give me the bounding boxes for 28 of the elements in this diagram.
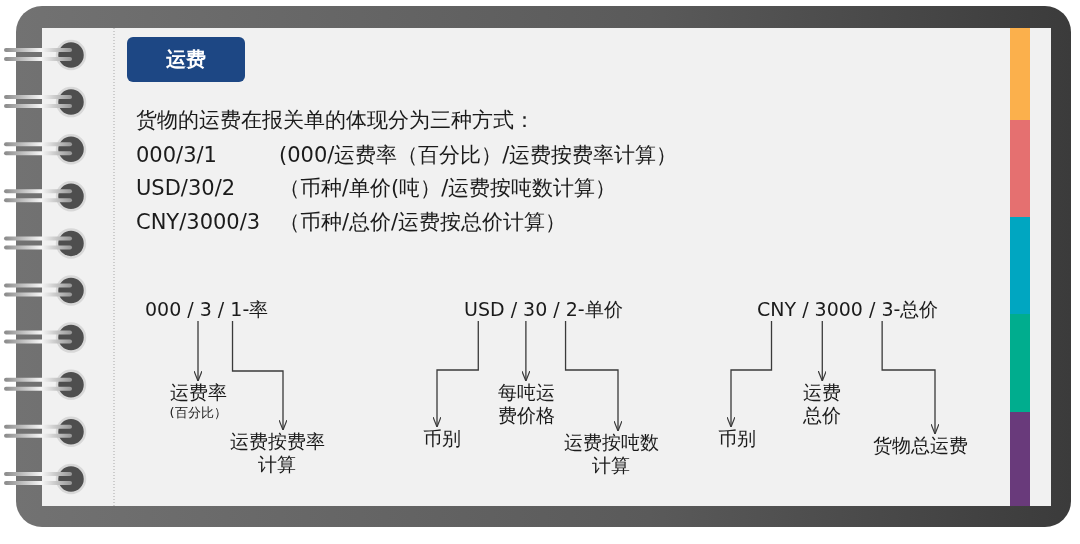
code-description: （币种/总价/运费按总价计算） bbox=[279, 209, 567, 235]
field-label: 运费率 bbox=[169, 381, 227, 404]
arrow bbox=[881, 320, 940, 435]
field-label: 币别 bbox=[423, 427, 461, 450]
freight-code: USD / 30 / 2-单价 bbox=[464, 297, 623, 321]
arrow bbox=[726, 320, 773, 428]
field-label: 货物总运费 bbox=[872, 434, 968, 457]
code-example: CNY/3000/3 bbox=[136, 209, 261, 235]
field-label: 币别 bbox=[718, 427, 756, 450]
intro-text: 货物的运费在报关单的体现分为三种方式： bbox=[136, 107, 535, 133]
freight-code: CNY / 3000 / 3-总价 bbox=[757, 297, 939, 321]
field-label: 运费按费率计算 bbox=[228, 430, 326, 476]
arrow bbox=[817, 320, 827, 382]
arrow bbox=[432, 320, 479, 428]
code-example: 000/3/1 bbox=[136, 142, 217, 168]
arrow bbox=[231, 320, 288, 431]
arrow bbox=[521, 320, 531, 382]
note-text: (百分比） bbox=[169, 404, 227, 422]
title-banner: 运费 bbox=[127, 37, 245, 82]
code-description: (000/运费率（百分比）/运费按费率计算） bbox=[279, 142, 678, 168]
arrow bbox=[193, 320, 203, 382]
field-label: 每吨运费价格 bbox=[496, 381, 556, 427]
code-example: USD/30/2 bbox=[136, 175, 236, 201]
arrow bbox=[564, 320, 623, 432]
field-label: 运费按吨数计算 bbox=[562, 431, 660, 477]
code-description: （币种/单价(吨）/运费按吨数计算） bbox=[279, 175, 617, 201]
freight-code: 000 / 3 / 1-率 bbox=[145, 297, 269, 321]
field-label: 运费总价 bbox=[801, 381, 843, 427]
